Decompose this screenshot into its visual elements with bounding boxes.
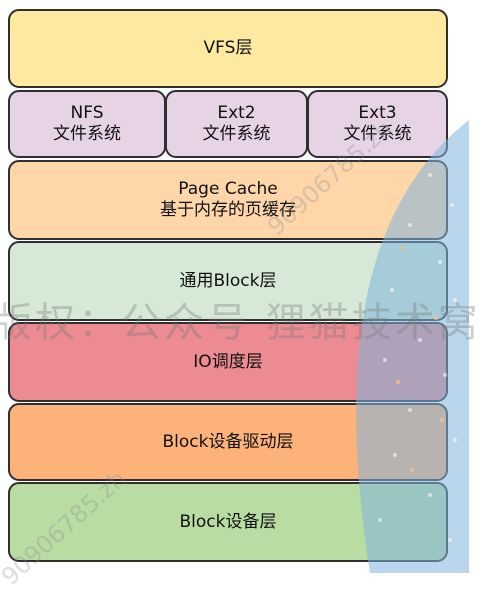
ext3-filesystem-box: Ext3 文件系统 bbox=[307, 90, 448, 158]
page-cache-subtitle: 基于内存的页缓存 bbox=[160, 200, 296, 220]
io-scheduler-label: IO调度层 bbox=[193, 351, 263, 372]
ext3-subtitle: 文件系统 bbox=[343, 124, 412, 144]
page-cache-layer: Page Cache 基于内存的页缓存 bbox=[8, 160, 448, 240]
page-cache-title: Page Cache bbox=[178, 179, 278, 199]
generic-block-label: 通用Block层 bbox=[179, 270, 277, 291]
block-driver-label: Block设备驱动层 bbox=[162, 431, 294, 452]
io-scheduler-layer: IO调度层 bbox=[8, 322, 448, 402]
ext2-subtitle: 文件系统 bbox=[202, 124, 271, 144]
diagram-canvas: VFS层 NFS 文件系统 Ext2 文件系统 Ext3 文件系统 Page C… bbox=[0, 9, 478, 591]
block-driver-layer: Block设备驱动层 bbox=[8, 403, 448, 481]
nfs-subtitle: 文件系统 bbox=[53, 124, 121, 144]
vfs-layer: VFS层 bbox=[8, 9, 448, 88]
ext2-name: Ext2 bbox=[217, 103, 256, 123]
ext3-name: Ext3 bbox=[358, 103, 397, 123]
vfs-layer-label: VFS层 bbox=[203, 38, 253, 58]
ext2-filesystem-box: Ext2 文件系统 bbox=[165, 90, 308, 158]
block-device-label: Block设备层 bbox=[179, 511, 277, 532]
generic-block-layer: 通用Block层 bbox=[8, 241, 448, 321]
nfs-filesystem-box: NFS 文件系统 bbox=[8, 90, 166, 158]
nfs-name: NFS bbox=[70, 103, 104, 123]
block-device-layer: Block设备层 bbox=[8, 482, 448, 562]
